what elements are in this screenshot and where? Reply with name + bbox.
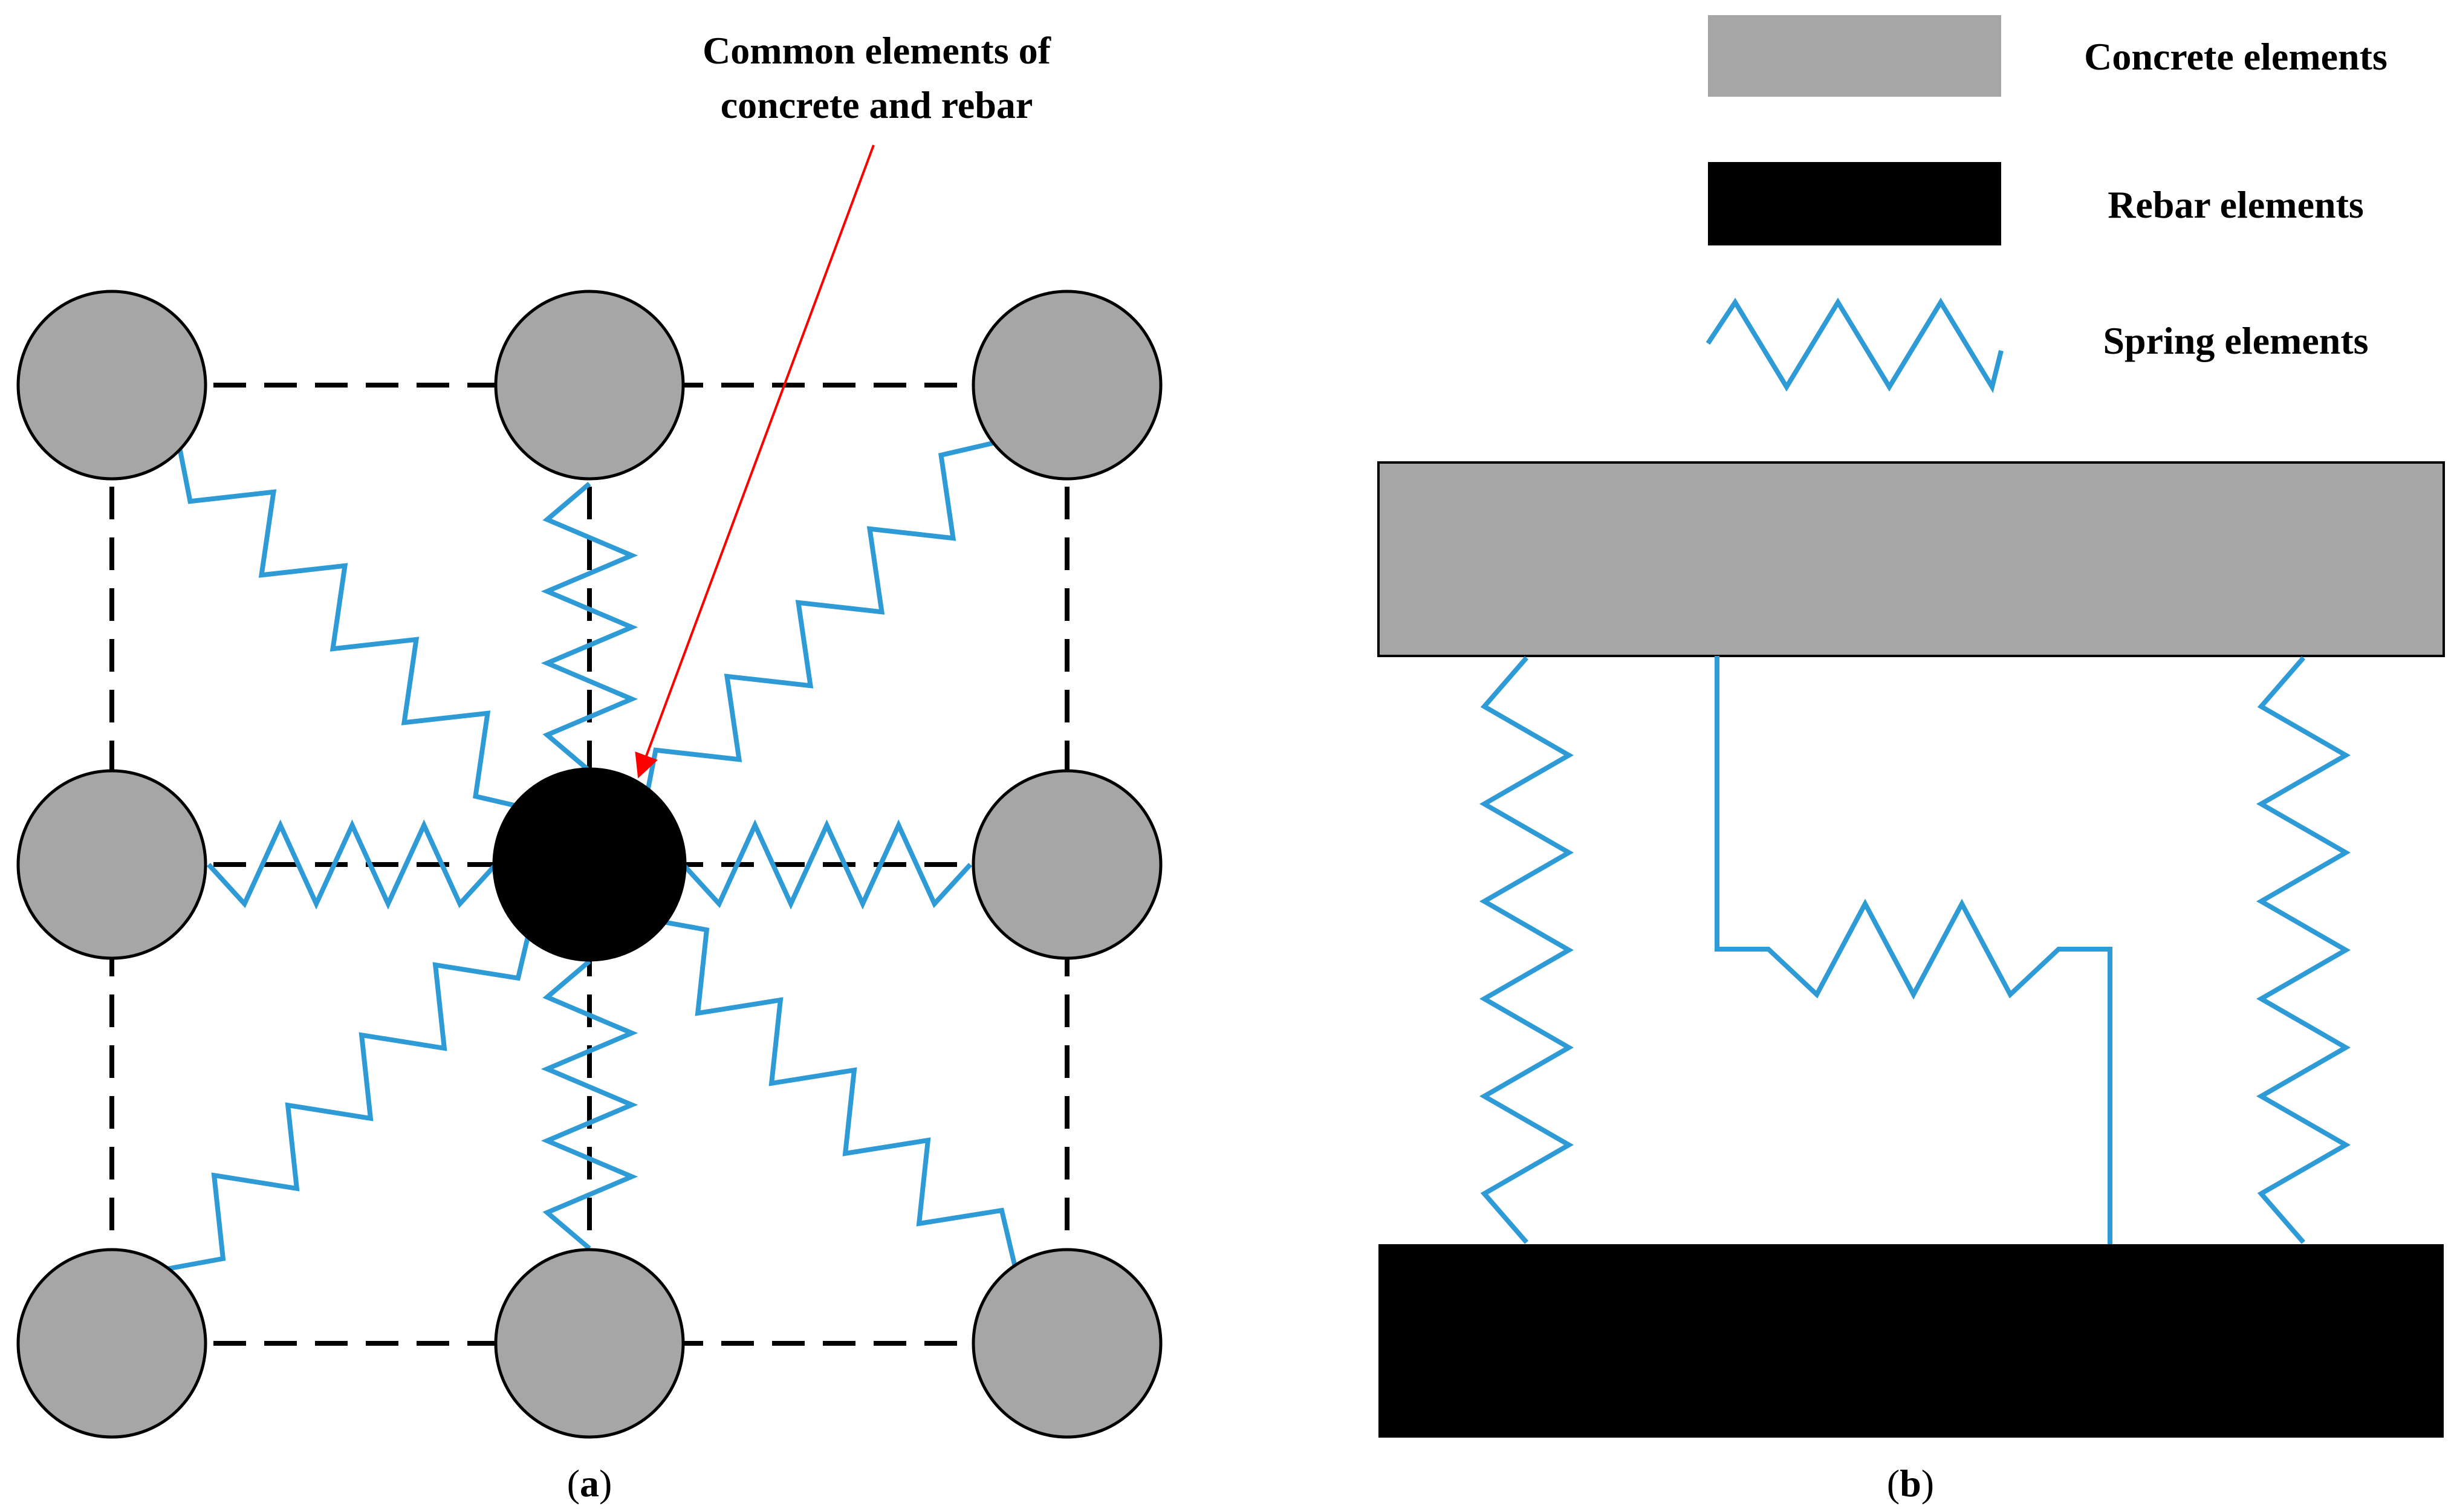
springs-b xyxy=(1479,656,2351,1244)
panel-a-label-letter: a xyxy=(580,1462,599,1505)
legend-concrete-swatch xyxy=(1708,15,2001,97)
concrete-node-top-left xyxy=(16,290,207,481)
spring-bottom-right xyxy=(646,917,1018,1270)
annotation-arrow xyxy=(635,144,875,779)
spring-middle-right xyxy=(681,819,972,910)
annotation-line-1: Common elements of xyxy=(703,29,1051,72)
concrete-node-bottom-center xyxy=(494,1248,685,1439)
springs-a xyxy=(163,439,1018,1272)
legend-rebar-label: Rebar elements xyxy=(2108,183,2364,226)
concrete-block xyxy=(1377,461,2445,657)
panel-b-label-letter: b xyxy=(1900,1462,1921,1505)
legend-spring-label: Spring elements xyxy=(2103,319,2368,362)
rebar-block xyxy=(1378,1244,2444,1438)
spring-left-vertical xyxy=(1479,656,1574,1244)
panel-b-label-open: ( xyxy=(1887,1462,1900,1505)
panel-b-label: (b) xyxy=(1887,1462,1934,1505)
panel-b: (b) xyxy=(1377,461,2445,1505)
panel-a: Common elements of concrete and rebar (a… xyxy=(16,29,1163,1505)
legend-concrete-label: Concrete elements xyxy=(2084,35,2387,78)
spring-middle-left xyxy=(207,819,498,910)
spring-top-center xyxy=(540,481,638,773)
concrete-node-middle-left xyxy=(16,769,207,960)
legend-spring-icon xyxy=(1706,297,2004,394)
concrete-node-bottom-right xyxy=(972,1248,1163,1439)
panel-a-label-close: ) xyxy=(599,1462,612,1505)
legend-rebar-swatch xyxy=(1708,162,2001,245)
concrete-node-middle-right xyxy=(972,769,1163,960)
legend: Concrete elements Rebar elements Spring … xyxy=(1706,15,2387,394)
spring-top-left xyxy=(176,441,536,813)
spring-shear-horizontal xyxy=(1715,656,2112,1244)
spring-bottom-left xyxy=(163,918,534,1272)
spring-bottom-center xyxy=(540,959,638,1251)
panel-a-label-open: ( xyxy=(567,1462,580,1505)
concrete-node-bottom-left xyxy=(16,1248,207,1439)
spring-right-vertical xyxy=(2256,656,2351,1244)
panel-b-label-close: ) xyxy=(1921,1462,1934,1505)
concrete-node-top-center xyxy=(494,290,685,481)
panel-a-label: (a) xyxy=(567,1462,612,1505)
concrete-node-top-right xyxy=(972,290,1163,481)
spring-top-right xyxy=(641,439,1001,811)
common-rebar-node xyxy=(492,767,687,962)
concrete-nodes xyxy=(16,290,1163,1439)
annotation-line-2: concrete and rebar xyxy=(721,83,1033,126)
